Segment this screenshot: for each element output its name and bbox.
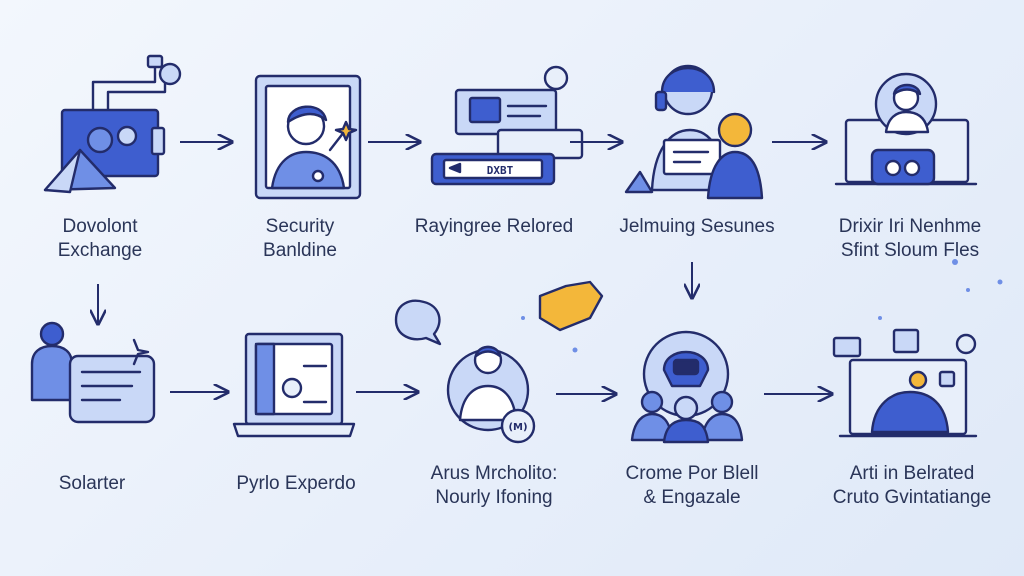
step-6-label: Solarter (0, 472, 192, 496)
badge-label: (M) (508, 422, 527, 433)
step-2-line1: Security (265, 216, 335, 237)
step-7-label: Pyrlo Experdo (196, 472, 396, 496)
step-4-label: Jelmuing Sesunes (597, 215, 797, 239)
support-agents-icon (624, 64, 764, 200)
arrows-layer (98, 142, 832, 394)
step-8-label: Arus Mrcholito: Nourly Ifoning (394, 462, 594, 510)
step-10-line1: Arti in Belrated (849, 463, 975, 484)
step-1-line2: Exchange (57, 240, 143, 261)
step-10-label: Arti in Belrated Cruto Gvintatiange (812, 462, 1012, 510)
step-2-line2: Banldine (263, 240, 337, 261)
step-9-line1: Crome Por Blell (625, 463, 759, 484)
step-5-line1: Drixir Iri Nenhme (838, 216, 982, 237)
sparkle-icon (521, 259, 1003, 353)
step-6-line1: Solarter (58, 473, 126, 494)
step-2-label: Security Banldine (200, 215, 400, 263)
step-8-line2: Nourly Ifoning (435, 487, 553, 508)
ticket-label: DXBT (487, 164, 514, 177)
security-portrait-icon (254, 74, 362, 200)
monitor-user-icon (834, 72, 978, 186)
record-panels-icon: DXBT (430, 65, 584, 186)
group-engage-icon (630, 330, 744, 444)
monitor-charts-icon (832, 328, 978, 438)
step-3-line1: Rayingree Relored (414, 216, 574, 237)
step-7-line1: Pyrlo Experdo (236, 473, 356, 494)
solarter-chat-icon (30, 321, 156, 424)
exchange-laptop-icon (43, 54, 182, 194)
step-5-label: Drixir Iri Nenhme Sfint Sloum Fles (810, 215, 1010, 263)
step-1-line1: Dovolont (62, 216, 138, 237)
person-ideas-icon: (M) (394, 280, 604, 444)
step-4-line1: Jelmuing Sesunes (619, 216, 775, 237)
step-9-line2: & Engazale (643, 487, 741, 508)
step-9-label: Crome Por Blell & Engazale (592, 462, 792, 510)
step-1-label: Dovolont Exchange (0, 215, 200, 263)
step-5-line2: Sfint Sloum Fles (840, 240, 980, 261)
step-8-line1: Arus Mrcholito: (430, 463, 558, 484)
step-3-label: Rayingree Relored (394, 215, 594, 239)
step-10-line2: Cruto Gvintatiange (832, 487, 992, 508)
laptop-document-icon (232, 332, 356, 438)
